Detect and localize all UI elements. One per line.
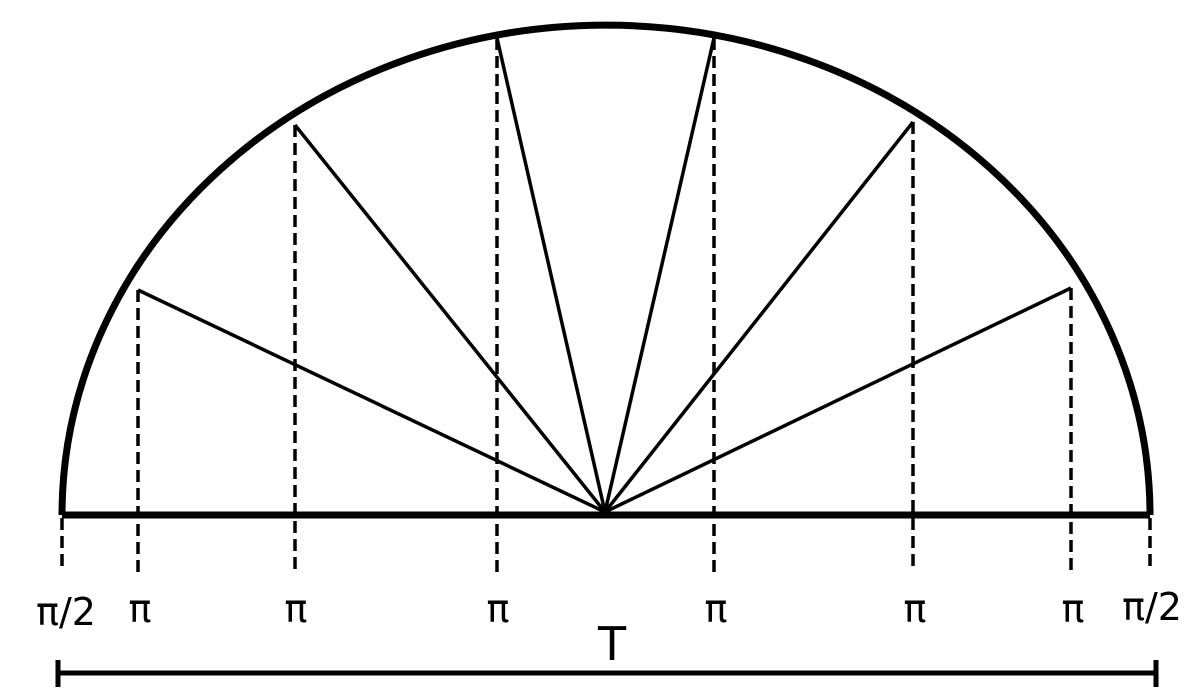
radial-line-1 [137, 288, 606, 514]
radial-line-4 [603, 37, 716, 513]
label-right-end: π/2 [1122, 585, 1182, 629]
semicircle-arc [58, 21, 1154, 516]
label-left-end: π/2 [36, 590, 96, 634]
span-bracket [55, 660, 1159, 687]
radial-line-6 [604, 286, 1072, 514]
label-tick-4: π [705, 587, 728, 631]
label-tick-1: π [129, 587, 152, 631]
label-tick-5: π [904, 587, 927, 631]
label-tick-6: π [1062, 587, 1085, 631]
label-tick-2: π [285, 587, 308, 631]
label-tick-3: π [487, 587, 510, 631]
radial-lines [137, 37, 1072, 514]
radial-line-2 [293, 123, 607, 514]
projection-lines [60, 38, 1152, 572]
radial-line-5 [603, 120, 915, 514]
span-label: T [597, 617, 627, 671]
radial-line-3 [495, 37, 607, 513]
